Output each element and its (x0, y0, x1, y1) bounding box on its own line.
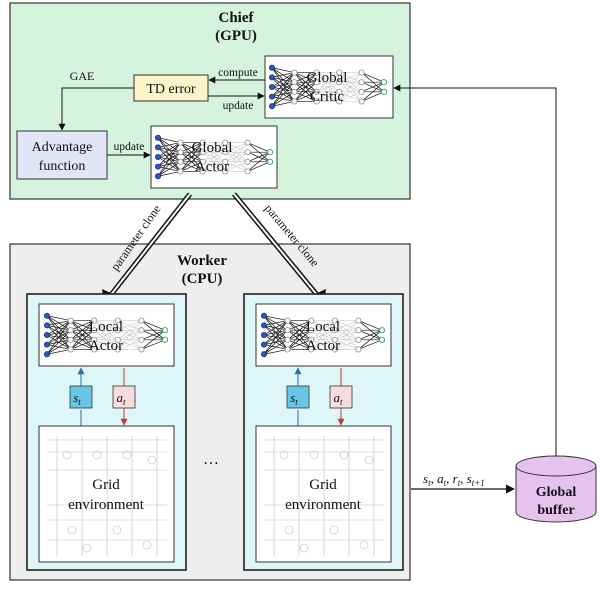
local-actor-network-icon (260, 312, 386, 358)
td-error-box (133, 74, 209, 102)
local-actor-line1: Local (89, 319, 123, 335)
global-critic-line2: Critic (310, 89, 345, 105)
grid-env-line2: environment (68, 497, 145, 513)
action-label: at (116, 390, 126, 407)
td-error-label: TD error (146, 82, 196, 97)
transition-label: st, at, rt, st+1 (423, 471, 485, 488)
buffer-line1: Global (536, 485, 577, 500)
local-actor-network-icon (43, 312, 169, 358)
global-actor-line1: Global (192, 140, 233, 156)
local-actor-line2: Actor (89, 338, 123, 354)
gae-label: GAE (70, 69, 95, 83)
grid-environment-box (255, 425, 392, 563)
global-actor-line2: Actor (195, 159, 229, 175)
update-actor-label: update (114, 141, 145, 153)
local-actor-line1: Local (306, 319, 340, 335)
chief-subtitle: (GPU) (215, 28, 257, 44)
global-critic-network-icon (268, 64, 388, 110)
advantage-line2: function (39, 159, 86, 174)
compute-label: compute (218, 67, 258, 79)
global-critic-box (264, 55, 394, 119)
grid-env-line2: environment (285, 497, 362, 513)
buffer-to-critic-arrow (393, 84, 557, 456)
global-buffer-cylinder (515, 455, 597, 523)
grid-schematic-icon (47, 436, 167, 556)
grid-environment-box (38, 425, 175, 563)
gae-arrow (58, 87, 134, 131)
workers-ellipsis: … (203, 451, 219, 468)
state-label: st (290, 390, 298, 407)
global-critic-line1: Global (307, 70, 348, 86)
buffer-line2: buffer (537, 503, 574, 518)
worker-subtitle: (CPU) (182, 271, 223, 287)
grid-schematic-icon (264, 436, 384, 556)
global-actor-network-icon (154, 134, 274, 180)
grid-env-line1: Grid (92, 477, 120, 493)
local-actor-line2: Actor (306, 338, 340, 354)
worker-title: Worker (177, 253, 227, 269)
advantage-line1: Advantage (32, 140, 93, 155)
chief-title: Chief (219, 10, 255, 26)
state-label: st (73, 390, 81, 407)
grid-env-line1: Grid (309, 477, 337, 493)
update-critic-label: update (223, 100, 254, 112)
action-label: at (333, 390, 343, 407)
advantage-function-box (16, 130, 108, 180)
